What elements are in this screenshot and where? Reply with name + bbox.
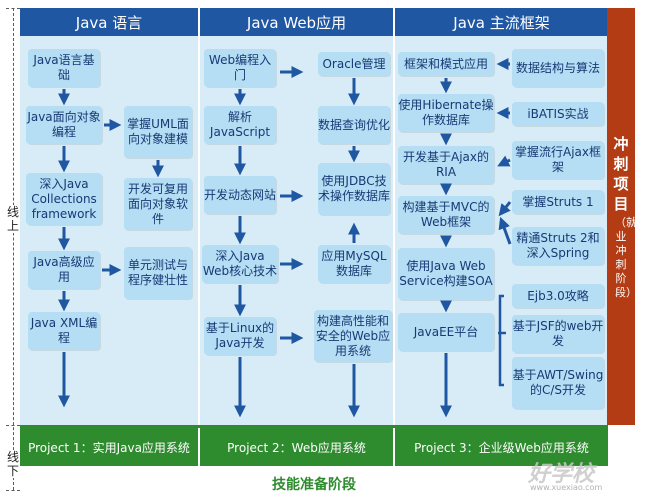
topic-ajax-ria: 开发基于Ajax的RIA: [398, 146, 494, 184]
topic-web-intro: Web编程入门: [204, 49, 276, 87]
top-guide-line: [6, 8, 20, 9]
topic-web-service-soa: 使用Java Web Service构建SOA: [398, 248, 494, 300]
topic-jsf: 基于JSF的web开发: [512, 315, 604, 353]
column-header-java-language: Java 语言: [20, 8, 198, 36]
topic-secure-web-apps: 构建高性能和安全的Web应用系统: [314, 310, 392, 362]
online-label: 线上: [7, 205, 20, 233]
topic-javascript: 解析JavaScript: [204, 106, 276, 144]
sprint-subtitle: （就业冲刺阶段）: [615, 215, 637, 299]
topic-hibernate: 使用Hibernate操作数据库: [398, 94, 494, 132]
topic-frameworks-patterns: 框架和模式应用: [398, 52, 494, 76]
topic-unit-testing: 单元测试与程序健壮性: [124, 247, 192, 299]
sprint-project-column: 冲刺项目 （就业冲刺阶段）: [607, 8, 637, 425]
topic-reusable-software: 开发可复用面向对象软件: [124, 178, 192, 230]
watermark-logo: 好学校: [528, 462, 595, 487]
topic-mvc-framework: 构建基于MVC的Web框架: [398, 196, 494, 234]
sprint-title: 冲刺项目: [613, 134, 629, 213]
topic-java-basics: Java语言基础: [28, 49, 100, 87]
watermark-url: www.xuexiao.com: [530, 483, 603, 492]
topic-ejb3: Ejb3.0攻略: [512, 284, 604, 308]
topic-query-optimization: 数据查询优化: [318, 106, 390, 144]
topic-java-xml: Java XML编程: [28, 312, 100, 350]
column-header-java-frameworks: Java 主流框架: [395, 8, 608, 36]
topic-struts1: 掌握Struts 1: [512, 190, 604, 214]
topic-mysql: 应用MySQL数据库: [318, 245, 390, 283]
topic-ibatis: iBATIS实战: [512, 102, 604, 126]
offline-label: 线下: [7, 450, 20, 478]
topic-java-advanced: Java高级应用: [28, 251, 100, 289]
column-1-background: [20, 36, 198, 425]
topic-java-collections: 深入Java Collections framework: [26, 173, 102, 225]
topic-oracle-admin: Oracle管理: [318, 52, 390, 76]
topic-ajax-frameworks: 掌握流行Ajax框架: [512, 141, 604, 179]
arrow-c3-struts-mvc: [498, 201, 512, 217]
bracket-ee-topics: [498, 294, 504, 387]
left-guide-line: [13, 8, 14, 490]
topic-javaee-platform: JavaEE平台: [398, 313, 494, 351]
topic-jdbc: 使用JDBC技术操作数据库: [318, 163, 390, 215]
project-1: Project 1：实用Java应用系统: [20, 428, 198, 466]
arrow-c3-struts2-mvc: [498, 216, 512, 245]
project-top-bar: [20, 425, 608, 428]
topic-java-web-core: 深入Java Web核心技术: [202, 245, 278, 283]
column-header-java-web: Java Web应用: [200, 8, 393, 36]
topic-data-structures: 数据结构与算法: [512, 49, 604, 87]
topic-awt-swing: 基于AWT/Swing的C/S开发: [512, 357, 604, 409]
arrow-c3-ajax-ria: [497, 155, 511, 167]
topic-dynamic-site: 开发动态网站: [204, 176, 276, 214]
middle-guide-line: [6, 425, 20, 426]
topic-linux-java: 基于Linux的Java开发: [204, 317, 276, 355]
bottom-guide-line: [6, 490, 20, 491]
topic-uml-modeling: 掌握UML面向对象建模: [124, 106, 192, 158]
topic-struts2-spring: 精通Struts 2和深入Spring: [512, 227, 604, 265]
project-2: Project 2：Web应用系统: [200, 428, 393, 466]
topic-java-oop: Java面向对象编程: [26, 106, 102, 144]
skill-prep-stage-label: 技能准备阶段: [272, 477, 356, 493]
project-3: Project 3：企业级Web应用系统: [395, 428, 608, 466]
